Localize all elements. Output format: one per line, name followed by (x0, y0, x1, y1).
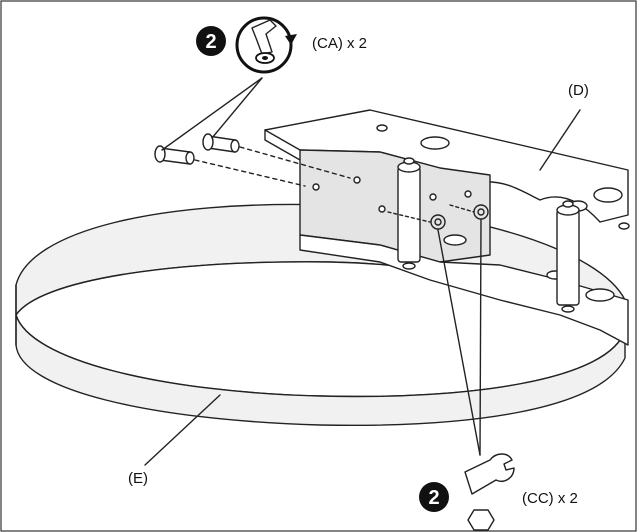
label-part-d: (D) (568, 82, 589, 99)
step-number-bottom: 2 (428, 487, 439, 509)
leader-lines (144, 77, 581, 466)
callout-ca: (CA) x 2 (312, 35, 367, 52)
step-number-top: 2 (205, 31, 216, 53)
step-badge-top: 2 (196, 26, 226, 56)
wrench-nut-icon (464, 453, 515, 531)
callout-cc: (CC) x 2 (522, 490, 578, 507)
label-part-e: (E) (128, 470, 148, 487)
bolt-ca-1 (154, 145, 195, 165)
rotate-screwdriver-icon (235, 16, 297, 74)
nut-cc-2 (473, 204, 489, 220)
step-badge-bottom: 2 (419, 482, 449, 512)
nut-cc-1 (430, 214, 446, 230)
bolt-ca-2 (202, 133, 240, 153)
